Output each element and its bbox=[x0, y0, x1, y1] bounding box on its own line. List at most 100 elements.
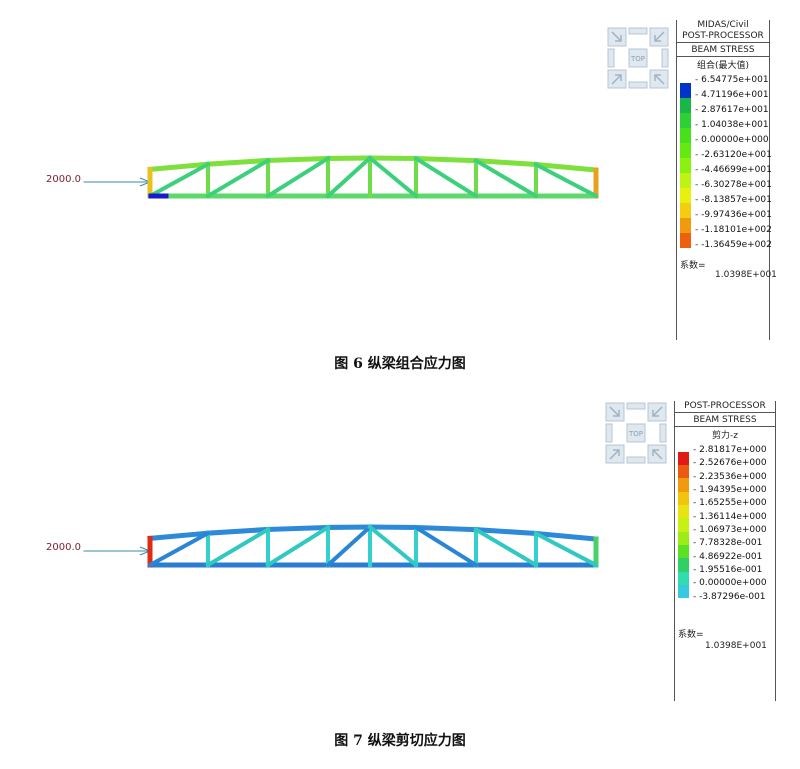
diagonal-member bbox=[533, 161, 599, 199]
legend-swatch bbox=[680, 157, 691, 173]
top-chord-segment bbox=[473, 157, 539, 168]
legend-value: -2.63120e+001 bbox=[695, 150, 772, 161]
view-cube-icon[interactable]: TOP bbox=[604, 401, 668, 465]
top-chord-segment bbox=[205, 157, 271, 167]
legend-swatch bbox=[678, 545, 689, 559]
truss-beam-model bbox=[0, 140, 660, 210]
truss-graphic bbox=[83, 524, 599, 568]
diagonal-member bbox=[147, 161, 211, 199]
top-chord-segment bbox=[147, 161, 211, 173]
legend-value: 2.87617e+001 bbox=[695, 105, 768, 116]
factor-label: 系数= bbox=[680, 261, 706, 271]
legend-value: 4.86922e-001 bbox=[693, 552, 762, 563]
legend-swatch bbox=[680, 217, 691, 233]
legend-swatch bbox=[680, 97, 691, 113]
load-value-label: 2000.0 bbox=[46, 542, 81, 553]
diagonal-member bbox=[147, 530, 211, 568]
legend-value: -9.97436e+001 bbox=[695, 210, 772, 221]
truss-beam-model bbox=[0, 509, 660, 579]
beam-stress-title: BEAM STRESS bbox=[677, 45, 769, 57]
diagonal-member bbox=[205, 157, 271, 199]
legend-value: 2.52676e+000 bbox=[693, 458, 766, 469]
legend-value: 4.71196e+001 bbox=[695, 90, 768, 101]
diagonal-member bbox=[413, 524, 479, 568]
diagonal-member bbox=[473, 526, 539, 568]
legend-value: 2.81817e+000 bbox=[693, 445, 766, 456]
diagonal-member bbox=[533, 530, 599, 568]
legend-value: 6.54775e+001 bbox=[695, 75, 768, 86]
legend-value: 1.65255e+000 bbox=[693, 498, 766, 509]
load-value-label: 2000.0 bbox=[46, 174, 81, 185]
legend-swatch bbox=[678, 451, 689, 465]
software-title: MIDAS/Civil bbox=[697, 20, 749, 30]
legend-swatch bbox=[680, 187, 691, 203]
legend-value: -1.18101e+002 bbox=[695, 225, 772, 236]
truss-graphic bbox=[83, 155, 599, 199]
legend-swatch bbox=[678, 505, 689, 519]
top-chord-segment bbox=[265, 155, 331, 164]
legend-swatch bbox=[678, 571, 689, 585]
color-scale: 2.81817e+000 2.52676e+000 2.23536e+000 1.94… bbox=[675, 445, 775, 605]
factor-value: 1.0398E+001 bbox=[705, 641, 767, 651]
top-chord-segment bbox=[533, 161, 599, 173]
legend-swatch bbox=[680, 172, 691, 188]
legend-swatch bbox=[678, 558, 689, 572]
svg-text:TOP: TOP bbox=[628, 430, 643, 438]
top-chord-segment bbox=[533, 530, 599, 542]
legend-swatch bbox=[678, 491, 689, 505]
view-cube-graphic: TOP bbox=[607, 27, 669, 89]
top-chord-segment bbox=[147, 530, 211, 542]
figure-7-panel: TOP POST-PROCESSOR BEAM STRESS 剪力-z 2.81… bbox=[0, 385, 800, 769]
stress-component-label: 组合(最大值) bbox=[696, 61, 750, 71]
legend-swatch bbox=[680, 127, 691, 143]
diagonal-member bbox=[367, 155, 419, 199]
top-chord-segment bbox=[413, 155, 479, 164]
legend-value: 0.00000e+000 bbox=[693, 578, 766, 589]
diagonal-member bbox=[367, 524, 419, 568]
legend-swatch bbox=[678, 478, 689, 492]
factor-value: 1.0398E+001 bbox=[715, 270, 777, 280]
figure-6-panel: TOP MIDAS/Civil POST-PROCESSOR BEAM STRE… bbox=[0, 0, 800, 385]
legend-swatch bbox=[678, 465, 689, 479]
legend-value: 2.23536e+000 bbox=[693, 472, 766, 483]
legend-swatch bbox=[678, 518, 689, 532]
factor-label: 系数= bbox=[678, 630, 704, 640]
legend-value: -1.36459e+002 bbox=[695, 240, 772, 251]
legend-value: 1.36114e+000 bbox=[693, 512, 766, 523]
diagonal-member bbox=[413, 155, 479, 199]
legend-swatch bbox=[678, 531, 689, 545]
stress-legend: POST-PROCESSOR BEAM STRESS 剪力-z 2.81817e… bbox=[674, 401, 776, 701]
diagonal-member bbox=[325, 524, 373, 568]
legend-swatch bbox=[680, 202, 691, 218]
diagonal-member bbox=[265, 155, 331, 199]
legend-swatch bbox=[680, 112, 691, 128]
legend-value: 1.04038e+001 bbox=[695, 120, 768, 131]
post-processor-title: POST-PROCESSOR bbox=[677, 31, 769, 43]
legend-swatch bbox=[680, 82, 691, 98]
legend-value: -3.87296e-001 bbox=[693, 592, 765, 603]
legend-value: -8.13857e+001 bbox=[695, 195, 772, 206]
legend-value: 1.06973e+000 bbox=[693, 525, 766, 536]
top-chord-segment bbox=[413, 524, 479, 533]
legend-value: 7.78328e-001 bbox=[693, 538, 762, 549]
view-cube-icon[interactable]: TOP bbox=[606, 26, 670, 90]
top-chord-segment bbox=[205, 526, 271, 536]
figure-caption: 图 7 纵梁剪切应力图 bbox=[334, 733, 466, 749]
legend-swatch bbox=[680, 142, 691, 158]
legend-value: 1.94395e+000 bbox=[693, 485, 766, 496]
diagonal-member bbox=[265, 524, 331, 568]
legend-value: 0.00000e+000 bbox=[695, 135, 768, 146]
view-cube-graphic: TOP bbox=[605, 402, 667, 464]
diagonal-member bbox=[205, 526, 271, 568]
color-scale: 6.54775e+001 4.71196e+001 2.87617e+001 1.04… bbox=[677, 75, 772, 255]
diagonal-member bbox=[325, 155, 373, 199]
figure-caption: 图 6 纵梁组合应力图 bbox=[334, 356, 466, 372]
legend-value: 1.95516e-001 bbox=[693, 565, 762, 576]
top-chord-segment bbox=[265, 524, 331, 533]
legend-swatch bbox=[680, 232, 691, 248]
legend-value: -6.30278e+001 bbox=[695, 180, 772, 191]
stress-legend: MIDAS/Civil POST-PROCESSOR BEAM STRESS 组… bbox=[676, 20, 777, 340]
top-chord-segment bbox=[473, 526, 539, 537]
legend-swatch bbox=[678, 585, 689, 599]
legend-value: -4.46699e+001 bbox=[695, 165, 772, 176]
